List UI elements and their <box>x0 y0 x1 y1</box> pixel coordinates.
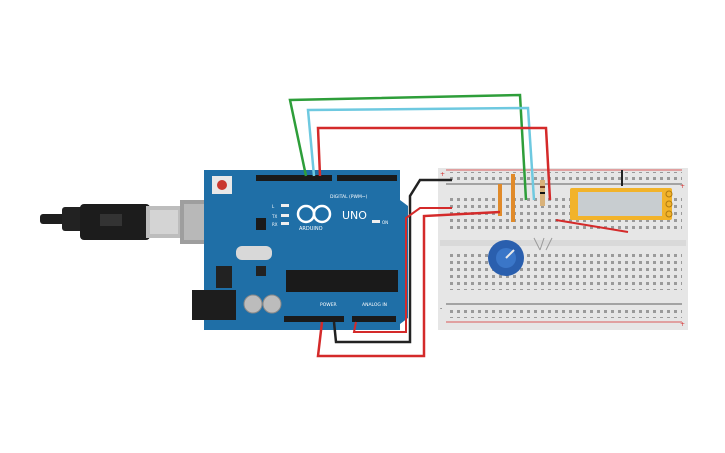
potentiometer[interactable] <box>488 240 524 276</box>
power-jack <box>192 290 236 320</box>
arduino-uno-board[interactable]: UNO ARDUINO DIGITAL (PWM~) POWER ANALOG … <box>192 170 408 330</box>
resistor-1 <box>498 184 502 216</box>
bottom-minus-label: - <box>440 305 442 312</box>
power-label: POWER <box>320 302 337 308</box>
bottom-plus-label: + <box>680 321 685 328</box>
wire-red-5v[interactable] <box>316 210 501 358</box>
brand-label: ARDUINO <box>299 226 323 232</box>
tx-led-label: TX <box>271 214 277 219</box>
resistor-2 <box>511 174 515 222</box>
on-led-label: ON <box>382 220 388 225</box>
rx-led-label: RX <box>272 222 278 227</box>
analog-label: ANALOG IN <box>362 302 387 308</box>
digital-header-label: DIGITAL (PWM~) <box>330 194 368 200</box>
component-leads <box>533 237 553 251</box>
wire-green[interactable] <box>288 93 528 201</box>
digital-header-left <box>256 175 332 181</box>
wire-red-lcd[interactable] <box>555 219 629 233</box>
atmega-chip <box>286 270 398 292</box>
model-label: UNO <box>342 209 367 222</box>
top-plus-label: + <box>440 171 445 178</box>
resistor-3 <box>540 180 545 206</box>
digital-header-right <box>337 175 397 181</box>
lcd-display[interactable] <box>570 188 673 220</box>
wire-red-analog[interactable] <box>352 207 452 333</box>
wire-red-top[interactable] <box>316 126 552 201</box>
wire-cyan[interactable] <box>306 106 536 201</box>
power-header <box>284 316 344 322</box>
breadboard[interactable]: + + - + <box>438 168 688 330</box>
arduino-logo <box>296 204 332 224</box>
wire-black-gnd[interactable] <box>332 178 452 344</box>
top-plus-label-right: + <box>680 183 685 190</box>
analog-header <box>352 316 396 322</box>
l-led-label: L <box>272 204 275 209</box>
crystal <box>236 246 272 260</box>
